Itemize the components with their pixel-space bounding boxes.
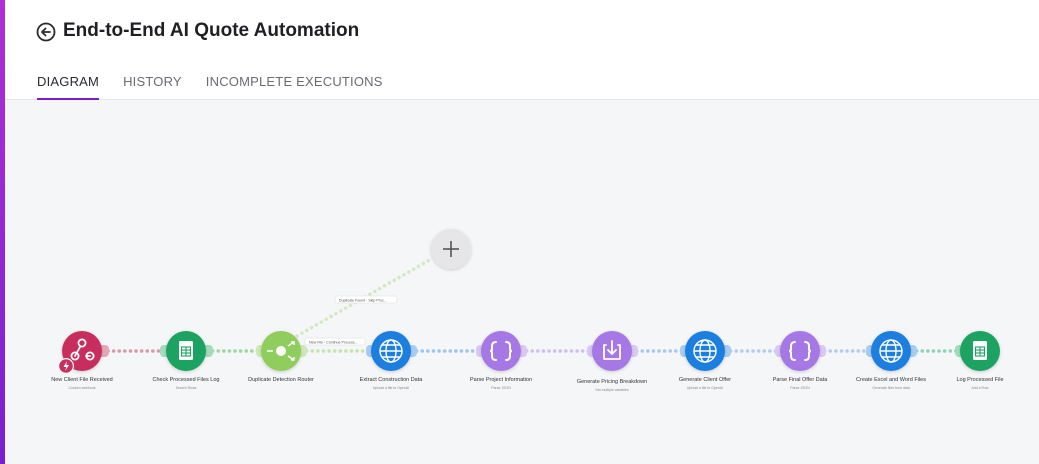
module-parse-project-information[interactable]: [476, 331, 527, 371]
tab-history[interactable]: HISTORY: [123, 74, 182, 89]
module-log-processed-file[interactable]: [955, 331, 1000, 371]
scenario-canvas[interactable]: Duplicate Found - Skip Proc... New File …: [5, 100, 1039, 464]
module-check-processed-files-log[interactable]: [160, 331, 213, 371]
back-arrow-icon[interactable]: [36, 22, 56, 42]
module-sublabel: Parse JSON: [491, 386, 511, 390]
module-sublabel: Custom webhook: [68, 386, 96, 390]
module-label: Extract Construction Data: [359, 377, 423, 383]
filter-new-file[interactable]: New File - Continue Process...: [304, 337, 366, 346]
sheets-icon: [179, 341, 193, 360]
module-label: Duplicate Detection Router: [248, 377, 314, 383]
module-sublabel: Search Rows: [175, 386, 197, 390]
module-duplicate-detection-router[interactable]: [256, 331, 307, 371]
module-label: Parse Final Offer Data: [772, 377, 828, 383]
add-module-button[interactable]: [431, 229, 471, 269]
module-new-client-file-received[interactable]: [58, 331, 109, 374]
set-variable-icon: [603, 340, 621, 360]
module-label: Parse Project Information: [469, 377, 533, 383]
module-label: Log Processed File: [956, 377, 1004, 383]
router-icon: [267, 341, 295, 361]
module-create-excel-and-word-files[interactable]: [866, 331, 917, 371]
webhook-icon: [70, 338, 95, 361]
module-parse-final-offer-data[interactable]: [775, 331, 826, 371]
filter-label: Duplicate Found - Skip Proc...: [339, 299, 387, 303]
tab-diagram[interactable]: DIAGRAM: [37, 74, 100, 101]
json-icon: [788, 341, 812, 361]
http-icon: [379, 339, 403, 363]
module-label: Check Processed Files Log: [152, 377, 220, 383]
instant-trigger-badge: [58, 358, 74, 374]
tab-bar: DIAGRAM HISTORY INCOMPLETE EXECUTIONS: [37, 74, 383, 101]
module-generate-pricing-breakdown[interactable]: [587, 331, 638, 371]
module-label: Generate Client Offer: [678, 377, 732, 383]
module-sublabel: Parse JSON: [790, 386, 810, 390]
flow-diagram: Duplicate Found - Skip Proc... New File …: [58, 229, 1000, 374]
module-sublabel: Generate files from data: [872, 386, 910, 390]
module-label: Create Excel and Word Files: [856, 377, 926, 383]
module-label: Generate Pricing Breakdown: [576, 379, 648, 385]
http-icon: [879, 339, 903, 363]
filter-duplicate-found[interactable]: Duplicate Found - Skip Proc...: [334, 295, 398, 304]
module-generate-client-offer[interactable]: [680, 331, 731, 371]
left-accent-bar: [0, 0, 5, 464]
tab-incomplete-executions[interactable]: INCOMPLETE EXECUTIONS: [205, 74, 383, 89]
sheets-icon: [973, 341, 987, 360]
http-icon: [693, 339, 717, 363]
json-icon: [489, 341, 513, 361]
module-sublabel: Add a Row: [971, 386, 989, 390]
module-sublabel: Upload a file to OpenAI: [372, 386, 410, 390]
module-sublabel: Upload a file to OpenAI: [686, 386, 724, 390]
module-label: New Client File Received: [51, 377, 113, 383]
filter-label: New File - Continue Process...: [309, 341, 358, 345]
module-extract-construction-data[interactable]: [366, 331, 417, 371]
page-title: End-to-End AI Quote Automation: [63, 20, 360, 41]
module-sublabel: Set multiple variables: [595, 388, 629, 392]
scenario-header: End-to-End AI Quote Automation DIAGRAM H…: [5, 0, 1039, 101]
